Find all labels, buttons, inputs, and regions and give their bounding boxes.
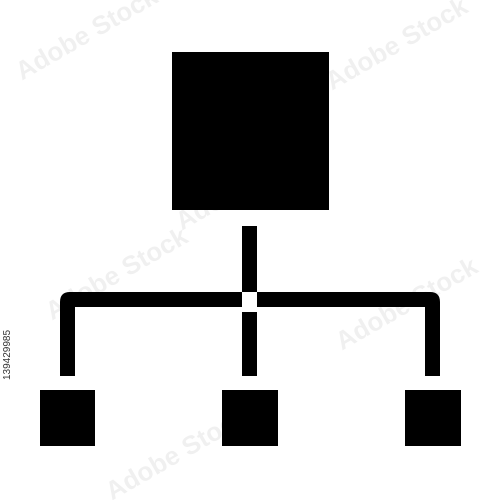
center-connector-line <box>242 312 257 376</box>
child-node-box-right <box>405 390 461 446</box>
parent-connector-line <box>242 226 257 292</box>
horizontal-connector-line-right <box>257 292 440 376</box>
child-node-box-left <box>40 390 95 446</box>
horizontal-connector-line <box>60 292 242 376</box>
parent-node-box <box>172 52 329 210</box>
child-node-box-center <box>222 390 278 446</box>
stock-id-label: 139429985 <box>2 329 13 380</box>
